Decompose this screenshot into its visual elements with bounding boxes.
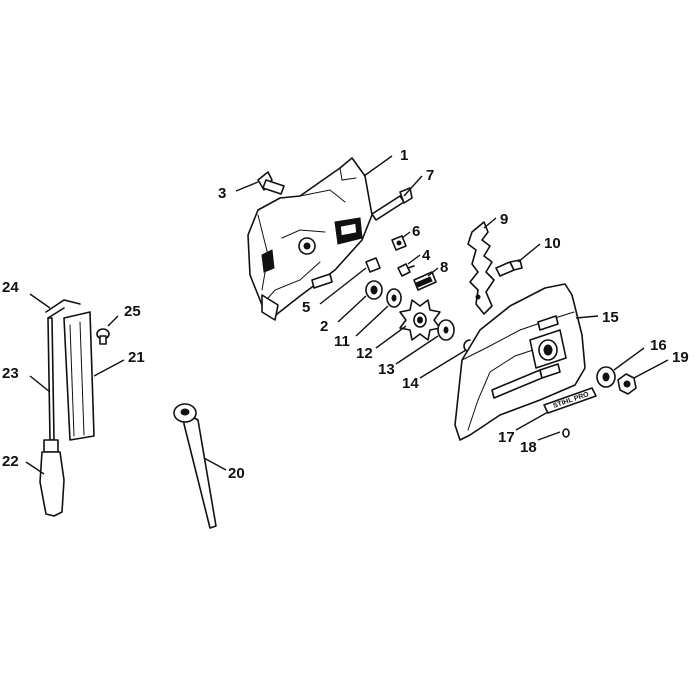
label-part-19: 19 xyxy=(672,349,689,366)
label-part-10: 10 xyxy=(544,235,561,252)
part-13-washer xyxy=(437,319,455,341)
leader-21 xyxy=(93,359,125,377)
leader-25 xyxy=(107,315,119,327)
leader-7 xyxy=(403,175,423,197)
label-part-23: 23 xyxy=(2,365,19,382)
label-part-5: 5 xyxy=(302,299,310,316)
label-part-20: 20 xyxy=(228,465,245,482)
leader-10 xyxy=(517,243,541,263)
part-20-wrench xyxy=(173,403,217,529)
leader-24 xyxy=(29,293,51,309)
part-16-washer xyxy=(596,366,616,388)
part-12-sprocket xyxy=(399,299,441,341)
label-part-15: 15 xyxy=(602,309,619,326)
label-part-4: 4 xyxy=(422,247,431,264)
label-part-13: 13 xyxy=(378,361,395,378)
leader-4 xyxy=(407,254,421,265)
label-part-21: 21 xyxy=(128,349,145,366)
label-part-22: 22 xyxy=(2,453,19,470)
label-part-6: 6 xyxy=(412,223,420,240)
part-21-filing-guide xyxy=(63,311,95,441)
part-1-housing xyxy=(247,157,373,321)
leader-12 xyxy=(375,325,407,349)
part-25-screw xyxy=(96,328,110,345)
label-part-2: 2 xyxy=(320,318,328,335)
part-labels: 1 2 3 4 5 6 7 8 9 10 11 12 13 14 15 16 1… xyxy=(2,147,689,482)
part-18-pin xyxy=(562,428,570,438)
leader-9 xyxy=(483,217,497,229)
label-part-7: 7 xyxy=(426,167,434,184)
label-part-25: 25 xyxy=(124,303,141,320)
leader-18 xyxy=(537,431,561,441)
leader-15 xyxy=(575,315,599,319)
part-3-bolt xyxy=(257,171,285,195)
part-23-file xyxy=(47,317,55,441)
leader-22 xyxy=(25,461,45,475)
leader-lines xyxy=(25,155,669,475)
leader-14 xyxy=(419,349,467,379)
label-part-17: 17 xyxy=(498,429,515,446)
label-part-3: 3 xyxy=(218,185,226,202)
label-part-16: 16 xyxy=(650,337,667,354)
leader-3 xyxy=(235,181,259,192)
label-part-12: 12 xyxy=(356,345,373,362)
leader-13 xyxy=(395,335,439,365)
part-6-nut xyxy=(391,235,407,251)
leader-20 xyxy=(203,457,227,471)
part-8-plate xyxy=(413,271,437,291)
label-part-18: 18 xyxy=(520,439,537,456)
part-10-screw xyxy=(495,259,523,277)
leader-1 xyxy=(363,155,393,177)
part-24-gauge xyxy=(45,299,81,319)
part-5-screw xyxy=(365,257,381,273)
leader-2 xyxy=(337,295,367,323)
leader-17 xyxy=(515,411,549,431)
label-part-9: 9 xyxy=(500,211,508,228)
part-15-cover xyxy=(454,283,586,441)
label-part-11: 11 xyxy=(334,333,350,350)
part-9-chain-catcher xyxy=(467,221,495,315)
leader-23 xyxy=(29,375,51,393)
leader-16 xyxy=(613,347,645,371)
part-7-bolt xyxy=(371,187,413,221)
label-part-1: 1 xyxy=(400,147,408,164)
leader-11 xyxy=(355,305,389,337)
leader-8 xyxy=(427,267,439,277)
label-part-24: 24 xyxy=(2,279,19,296)
part-11-washer xyxy=(386,288,402,308)
label-part-8: 8 xyxy=(440,259,448,276)
part-2-spacer xyxy=(365,280,383,300)
part-22-file-handle xyxy=(39,439,65,517)
part-19-nut xyxy=(617,373,637,395)
part-4-screw xyxy=(397,263,415,277)
leader-5 xyxy=(319,267,367,305)
leader-6 xyxy=(401,231,411,239)
label-part-14: 14 xyxy=(402,375,419,392)
leader-19 xyxy=(633,359,669,379)
